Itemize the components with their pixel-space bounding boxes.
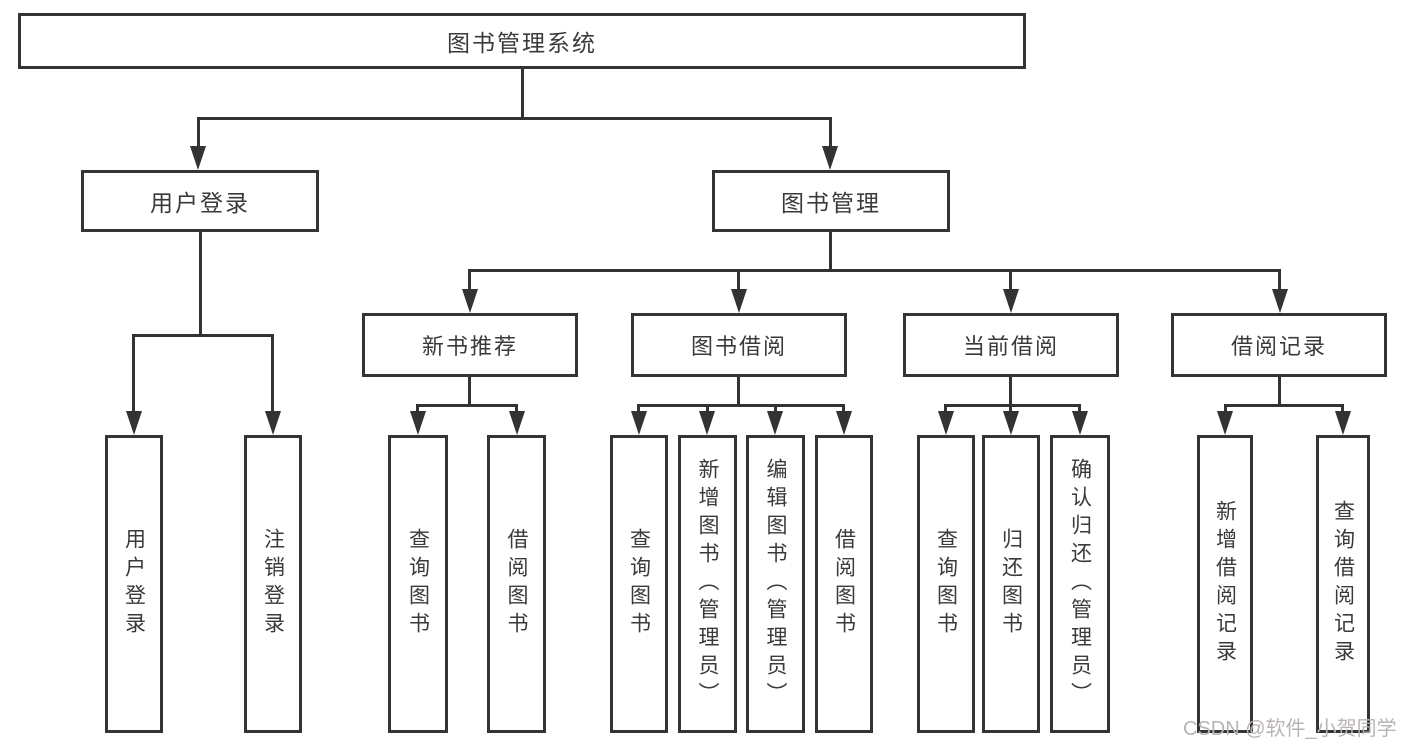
arrow-down-icon xyxy=(1217,411,1233,435)
connector-stem-leaf xyxy=(1341,404,1344,414)
arrow-down-icon xyxy=(410,411,426,435)
connector-group-stem xyxy=(737,377,740,407)
leaf-logout: 注销登录 xyxy=(244,435,302,733)
connector-stem-leaf xyxy=(774,404,777,414)
connector-stem-leaf xyxy=(271,334,274,413)
connector-stem-group xyxy=(737,269,740,293)
node-user-login: 用户登录 xyxy=(81,170,319,232)
connector-stem-leaf xyxy=(1224,404,1227,414)
connector-group-splitter xyxy=(637,404,845,407)
connector-stem-leaf xyxy=(944,404,947,414)
connector-group-stem xyxy=(1009,377,1012,407)
arrow-down-icon xyxy=(462,289,478,313)
node-new-book-recommend: 新书推荐 xyxy=(362,313,578,377)
connector-stem-leaf xyxy=(132,334,135,413)
node-current-borrow: 当前借阅 xyxy=(903,313,1119,377)
connector-bookmgmt-splitter xyxy=(468,269,1281,272)
arrow-down-icon xyxy=(731,289,747,313)
node-book-borrow: 图书借阅 xyxy=(631,313,847,377)
connector-group-splitter xyxy=(944,404,1081,407)
leaf-borrow-add-books-admin: 新增图书（管理员） xyxy=(678,435,737,733)
connector-stem-leaf xyxy=(1078,404,1081,414)
arrow-down-icon xyxy=(822,146,838,170)
connector-stem-group xyxy=(1278,269,1281,293)
arrow-down-icon xyxy=(190,146,206,170)
leaf-records-query-record: 查询借阅记录 xyxy=(1316,435,1370,733)
arrow-down-icon xyxy=(1272,289,1288,313)
leaf-current-return-books: 归还图书 xyxy=(982,435,1040,733)
connector-group-splitter xyxy=(1224,404,1344,407)
arrow-down-icon xyxy=(509,411,525,435)
connector-stem-leaf xyxy=(637,404,640,414)
connector-stem-group xyxy=(1009,269,1012,293)
connector-bookmgmt-stem xyxy=(829,232,832,271)
arrow-down-icon xyxy=(126,411,142,435)
arrow-down-icon xyxy=(1335,411,1351,435)
connector-stem-leaf xyxy=(515,404,518,414)
leaf-user-login: 用户登录 xyxy=(105,435,163,733)
connector-root-splitter xyxy=(197,117,831,120)
leaf-newbook-query-books: 查询图书 xyxy=(388,435,448,733)
connector-userlogin-splitter xyxy=(133,334,274,337)
arrow-down-icon xyxy=(699,411,715,435)
connector-stem-leaf xyxy=(1009,404,1012,414)
arrow-down-icon xyxy=(836,411,852,435)
leaf-current-query-books: 查询图书 xyxy=(917,435,975,733)
connector-stem-user-login xyxy=(197,117,200,149)
connector-group-splitter xyxy=(416,404,518,407)
connector-root-stem xyxy=(521,69,524,119)
connector-stem-book-mgmt xyxy=(829,117,832,149)
leaf-borrow-borrow-books: 借阅图书 xyxy=(815,435,873,733)
connector-stem-leaf xyxy=(706,404,709,414)
leaf-borrow-edit-books-admin: 编辑图书（管理员） xyxy=(746,435,805,733)
node-root: 图书管理系统 xyxy=(18,13,1026,69)
connector-userlogin-stem xyxy=(199,232,202,336)
leaf-records-add-record: 新增借阅记录 xyxy=(1197,435,1253,733)
arrow-down-icon xyxy=(1003,411,1019,435)
connector-stem-group xyxy=(468,269,471,293)
connector-group-stem xyxy=(1278,377,1281,407)
leaf-borrow-query-books: 查询图书 xyxy=(610,435,668,733)
csdn-watermark: CSDN @软件_小贺同学 xyxy=(1183,718,1397,740)
connector-stem-leaf xyxy=(416,404,419,414)
arrow-down-icon xyxy=(1003,289,1019,313)
arrow-down-icon xyxy=(938,411,954,435)
arrow-down-icon xyxy=(265,411,281,435)
connector-group-stem xyxy=(468,377,471,407)
node-book-mgmt: 图书管理 xyxy=(712,170,950,232)
node-borrow-records: 借阅记录 xyxy=(1171,313,1387,377)
leaf-current-confirm-return-admin: 确认归还（管理员） xyxy=(1050,435,1110,733)
arrow-down-icon xyxy=(1072,411,1088,435)
connector-stem-leaf xyxy=(842,404,845,414)
arrow-down-icon xyxy=(767,411,783,435)
leaf-newbook-borrow-books: 借阅图书 xyxy=(487,435,546,733)
arrow-down-icon xyxy=(631,411,647,435)
